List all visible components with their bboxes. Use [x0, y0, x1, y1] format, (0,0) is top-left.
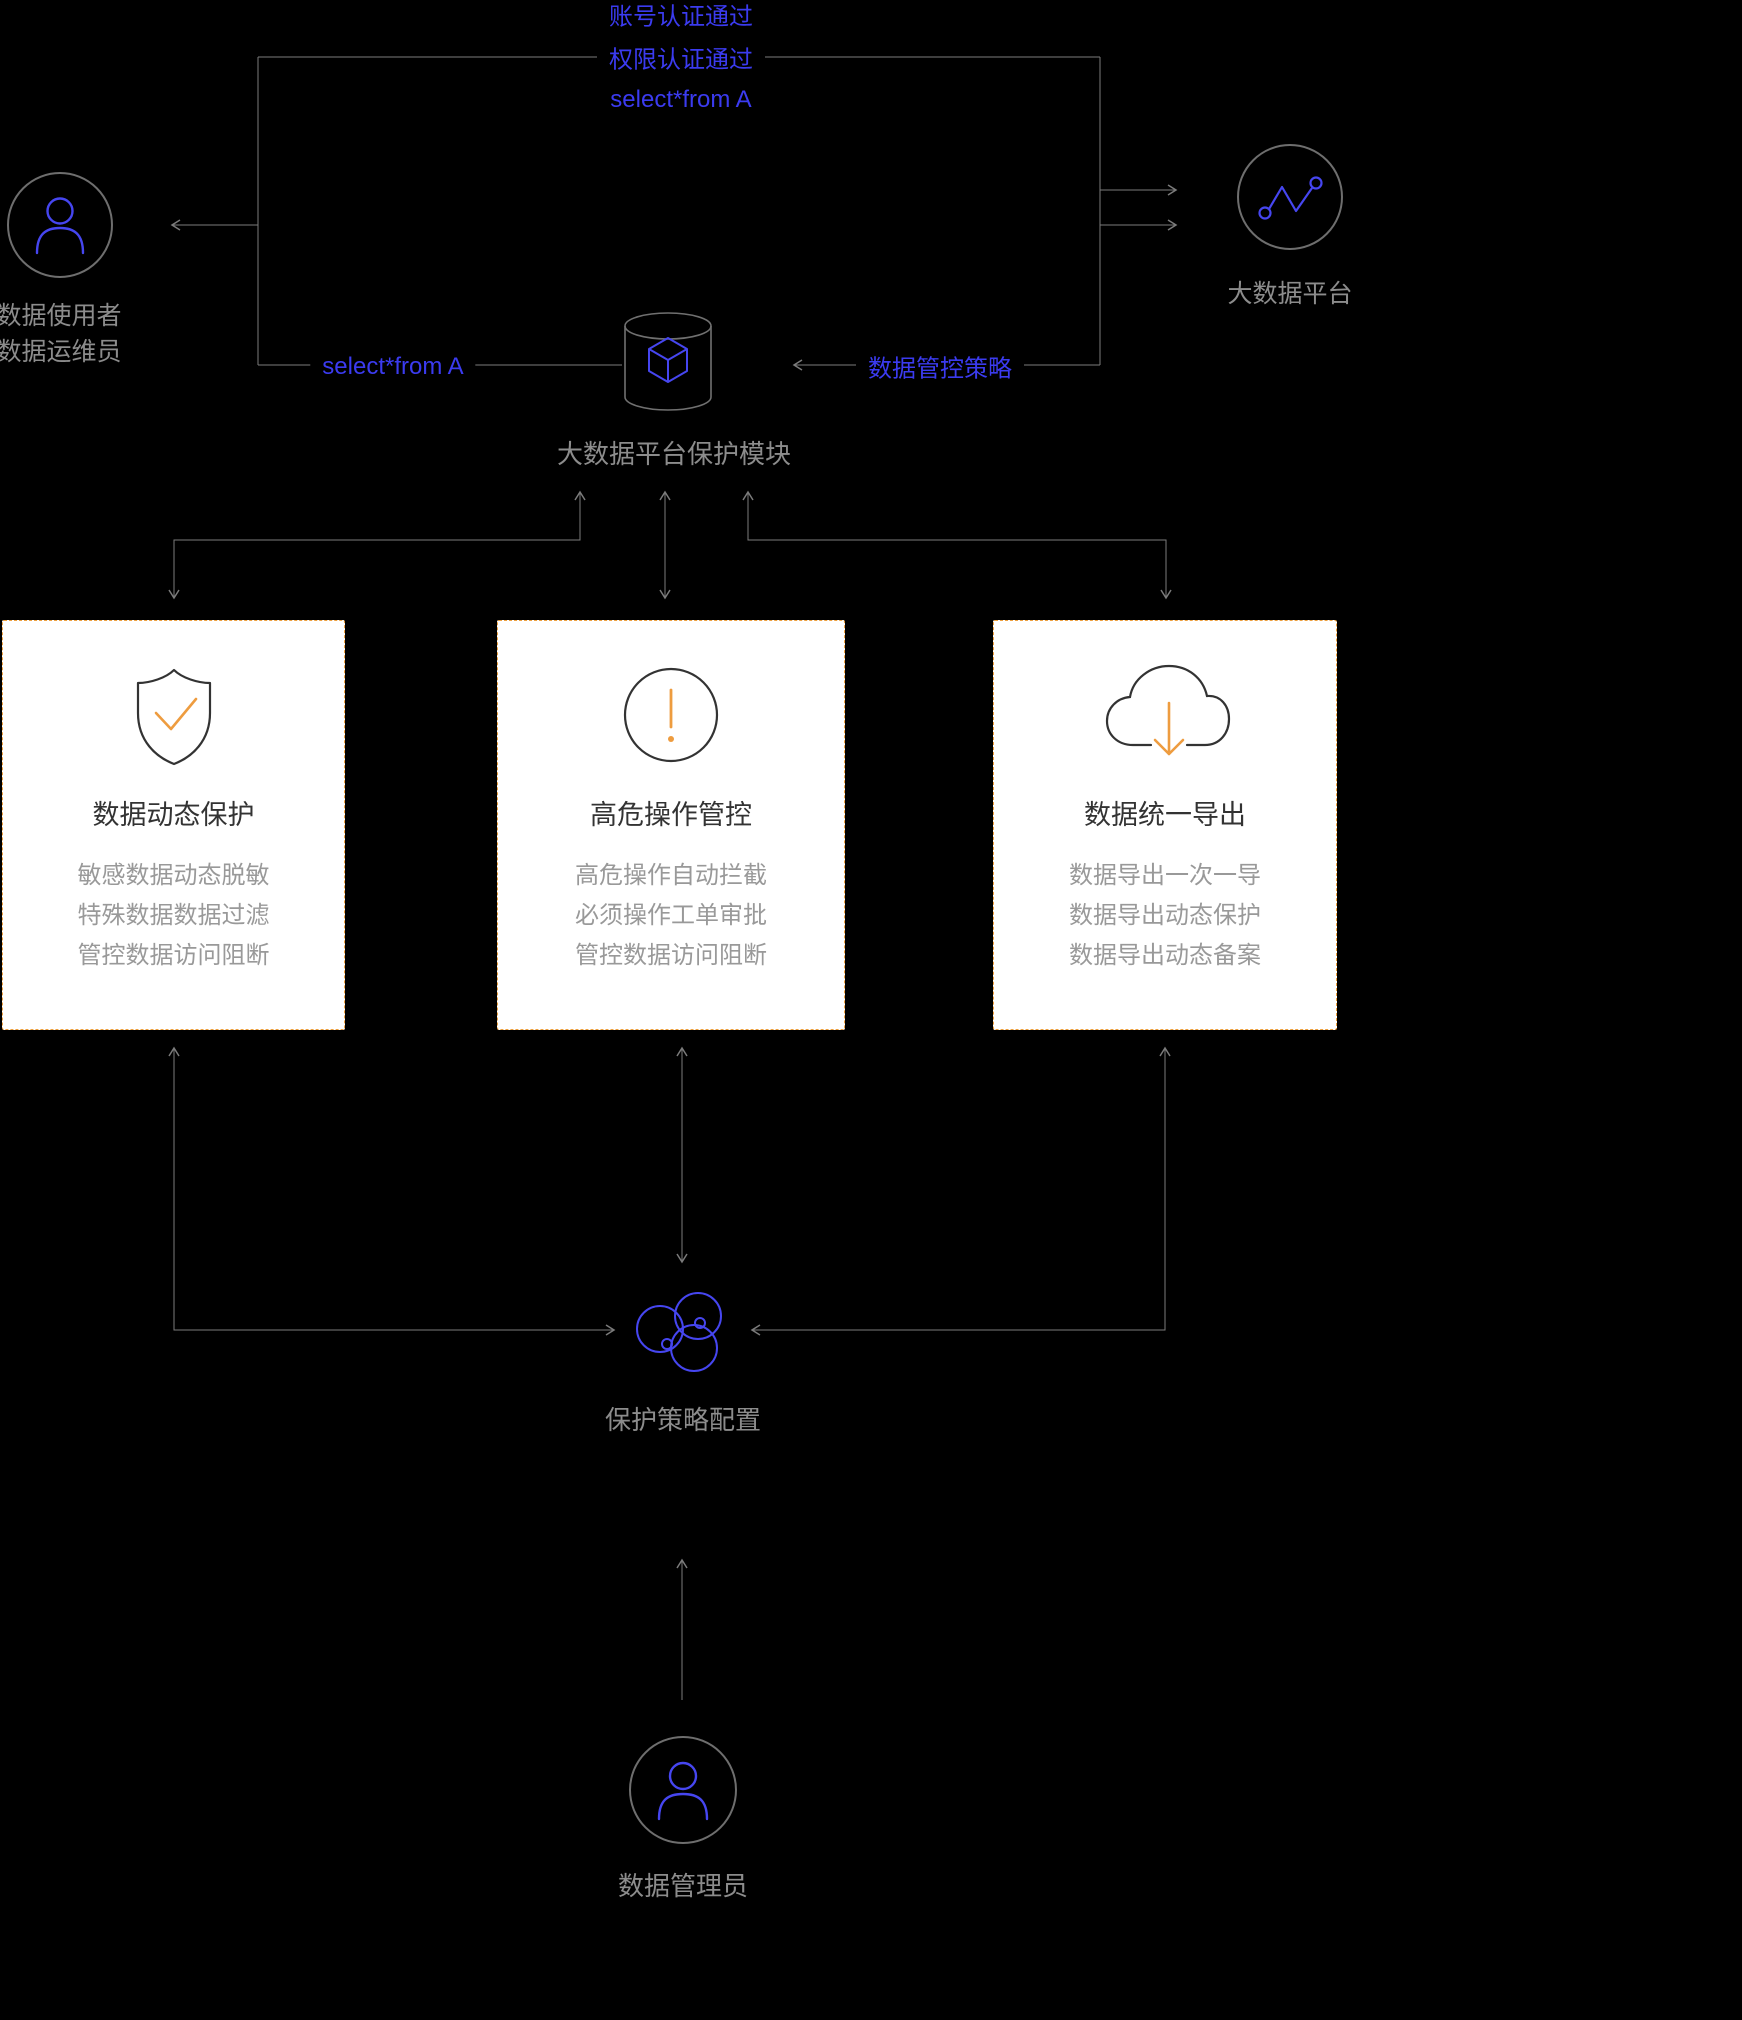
admin-label: 数据管理员 [617, 1871, 749, 1901]
auth-flow-line-2: 权限认证通过 [597, 35, 765, 79]
auth-flow-line-1: 账号认证通过 [597, 0, 765, 36]
card-item: 特殊数据数据过滤 [77, 902, 270, 929]
card-item-list: 数据导出一次一导 数据导出动态保护 数据导出动态备案 [1069, 856, 1261, 976]
edge-card3-config [750, 1046, 1171, 1336]
edge-card1-config [168, 1046, 616, 1336]
card-title: 数据统一导出 [1084, 800, 1246, 830]
card-title: 数据动态保护 [92, 800, 255, 830]
user-icon [7, 172, 113, 278]
card-item: 管控数据访问阻断 [575, 942, 767, 969]
card-item: 管控数据访问阻断 [77, 942, 270, 969]
auth-flow-line-3: select*from A [598, 82, 764, 118]
card-highrisk-control: 高危操作管控 高危操作自动拦截 必须操作工单审批 管控数据访问阻断 [497, 620, 845, 1030]
card-item: 数据导出动态备案 [1069, 942, 1261, 969]
platform-icon [1237, 144, 1343, 250]
user-label-line1: 数据使用者 [0, 302, 122, 330]
card-dynamic-protection: 数据动态保护 敏感数据动态脱敏 特殊数据数据过滤 管控数据访问阻断 [2, 620, 345, 1030]
policy-config-label: 保护策略配置 [604, 1405, 762, 1435]
protection-module-icon [624, 312, 712, 411]
card-item: 高危操作自动拦截 [575, 862, 767, 889]
admin-icon [629, 1736, 737, 1844]
protection-module-label: 大数据平台保护模块 [556, 439, 792, 469]
card-title: 高危操作管控 [590, 800, 752, 830]
platform-label: 大数据平台 [1227, 280, 1353, 308]
policy-edge-label: 数据管控策略 [856, 344, 1024, 388]
shield-check-icon [114, 657, 234, 777]
card-item: 数据导出动态保护 [1069, 902, 1261, 929]
alert-circle-icon [611, 657, 731, 777]
user-label-line2: 数据运维员 [0, 338, 122, 366]
card-item-list: 高危操作自动拦截 必须操作工单审批 管控数据访问阻断 [575, 856, 767, 976]
card-item: 敏感数据动态脱敏 [77, 862, 270, 889]
card-item-list: 敏感数据动态脱敏 特殊数据数据过滤 管控数据访问阻断 [78, 856, 270, 976]
card-unified-export: 数据统一导出 数据导出一次一导 数据导出动态保护 数据导出动态备案 [993, 620, 1337, 1030]
select-query-edge-label: select*from A [310, 349, 476, 385]
connector-lines [168, 56, 1178, 1700]
card-item: 数据导出一次一导 [1069, 862, 1261, 889]
cloud-download-icon [1095, 657, 1235, 777]
edge-module-card3 [742, 490, 1172, 600]
policy-config-icon [636, 1292, 722, 1372]
card-item: 必须操作工单审批 [575, 902, 767, 929]
edge-module-card1 [168, 490, 586, 600]
